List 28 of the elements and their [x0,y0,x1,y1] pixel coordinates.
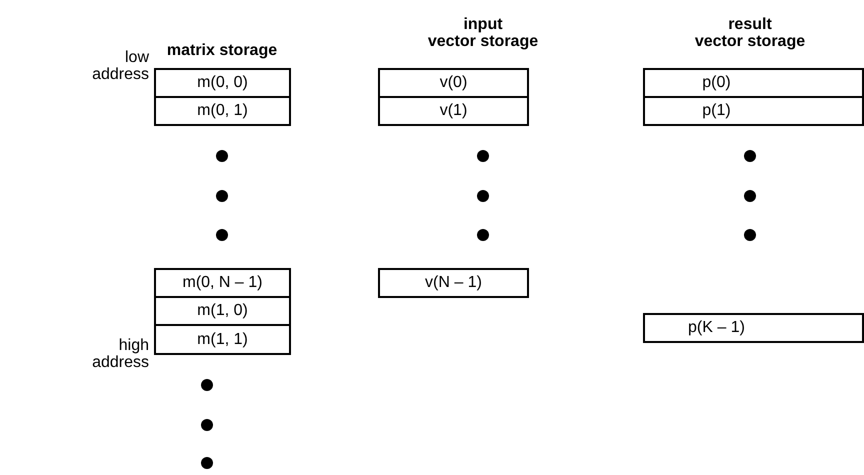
memory-cell [378,96,529,126]
cell-value: p(K – 1) [688,319,745,337]
memory-cell [154,68,291,98]
cell-value: p(1) [702,102,731,120]
column-heading: input [462,16,504,33]
cell-value: v(N – 1) [425,274,482,292]
cell-value: m(1, 0) [197,302,248,320]
cell-value: m(0, 1) [197,102,248,120]
cell-value: v(0) [440,74,468,92]
memory-cell [643,96,864,126]
cell-value: v(1) [440,102,468,120]
memory-cell [154,324,291,355]
column-heading: vector storage [426,33,540,50]
cell-value: m(1, 1) [197,330,248,348]
cell-value: p(0) [702,74,731,92]
cell-value: m(0, N – 1) [182,274,262,292]
memory-cell [378,68,529,98]
address-label: high address [91,337,149,371]
cell-value: m(0, 0) [197,74,248,92]
column-heading: vector storage [694,33,806,50]
address-label: low address [91,49,149,83]
memory-cell [378,268,529,298]
memory-cell [643,68,864,98]
memory-cell [154,268,291,298]
memory-cell [643,313,864,343]
column-heading: result [727,16,773,33]
memory-cell [154,96,291,126]
memory-cell [154,296,291,326]
